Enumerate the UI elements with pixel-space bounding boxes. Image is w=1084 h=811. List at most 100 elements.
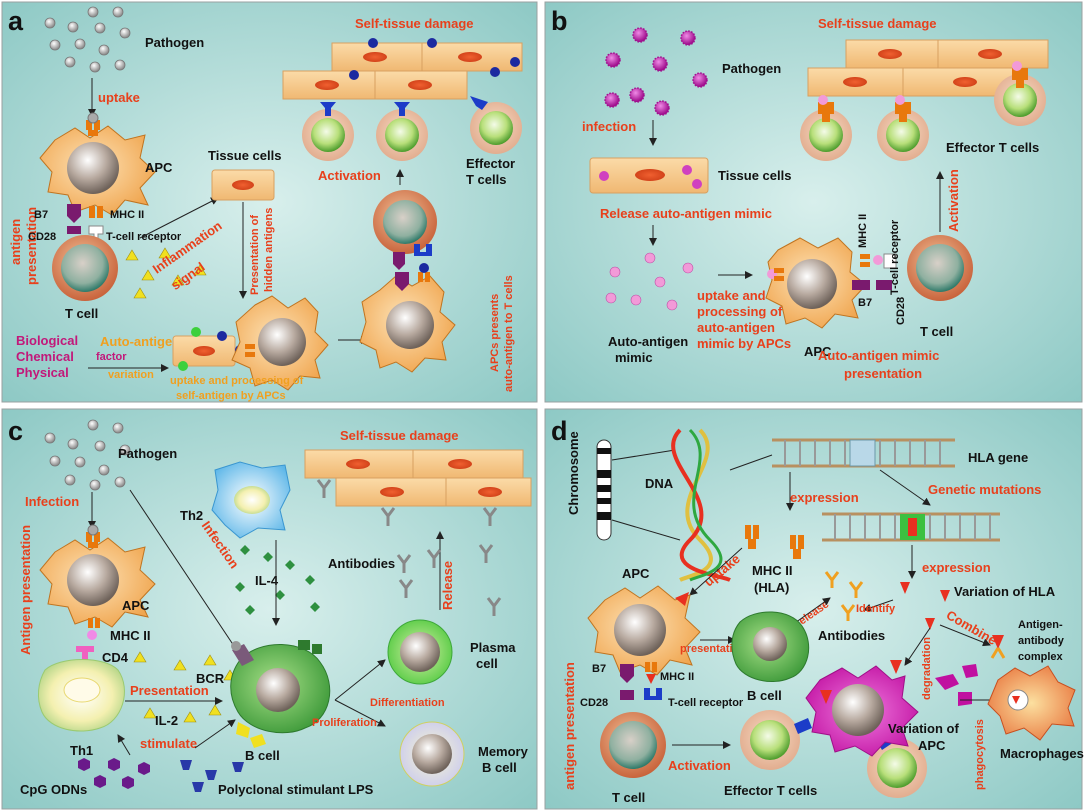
arrow-uptake-d — [689, 547, 743, 596]
self-tissue-damage-label: Self-tissue damage — [355, 16, 474, 31]
self-tissue-damage-c: Self-tissue damage — [340, 428, 459, 443]
antibodies-d — [824, 571, 864, 621]
tissue-nucleus — [232, 180, 254, 190]
tcr-b-receptor — [883, 253, 897, 269]
arrow-stimulate-b — [194, 719, 236, 749]
chemical-label: Chemical — [16, 349, 74, 364]
chromosome-bands — [597, 448, 611, 520]
mutated-hla-ladder — [822, 512, 1000, 542]
t-cell-b-label: T cell — [920, 324, 953, 339]
antibodies-c-label: Antibodies — [328, 556, 395, 571]
antigen-green — [191, 327, 201, 337]
apc-fragments — [935, 664, 978, 706]
self-tissue-damage-b: Self-tissue damage — [818, 16, 937, 31]
bcr-label: BCR — [196, 671, 225, 686]
release-c-label: Release — [440, 561, 455, 610]
mimic-2 — [682, 165, 692, 175]
mhc2-c-receptor — [88, 618, 100, 628]
tissue-cells-b-label: Tissue cells — [718, 168, 791, 183]
dna-helix-1 — [679, 428, 713, 582]
panel-b-letter: b — [551, 6, 568, 36]
antigen-presentation-c: Antigen presentation — [18, 525, 33, 655]
arrow-diff-memory — [334, 699, 386, 727]
th2-label: Th2 — [180, 508, 203, 523]
lps-label: Polyclonal stimulant LPS — [218, 782, 374, 797]
uptake-b-label-1: uptake and — [697, 288, 766, 303]
arrow-degradation — [904, 627, 931, 666]
pathogen-particles — [44, 6, 131, 73]
plasma-label-1: Plasma — [470, 640, 516, 655]
apc-nucleus-c — [67, 554, 119, 606]
presentation-c-label: Presentation — [130, 683, 209, 698]
cd28-b-receptor — [876, 280, 892, 290]
antigen-c-bound — [87, 630, 97, 640]
apc-nucleus-2 — [258, 318, 306, 366]
apc-c-receptor-top — [86, 532, 100, 548]
macrophages-label: Macrophages — [1000, 746, 1084, 761]
apc-nucleus-d — [614, 604, 666, 656]
il2-label: IL-2 — [155, 713, 178, 728]
t-cell-label: T cell — [65, 306, 98, 321]
dna-label: DNA — [645, 476, 674, 491]
mhc-receptor — [86, 120, 100, 136]
antibodies-c — [396, 544, 502, 616]
auto-antigen-label: Auto-antigen — [100, 334, 180, 349]
b7-d-receptor — [620, 664, 634, 683]
uptake-b-label-3: auto-antigen — [697, 320, 775, 335]
panel-c-letter: c — [8, 416, 23, 446]
apc-d-hla — [675, 592, 689, 606]
variant-apc-nucleus — [832, 684, 884, 736]
mimic-1 — [599, 171, 609, 181]
memory-label-1: Memory — [478, 744, 529, 759]
uptake-b-label-4: mimic by APCs — [697, 336, 791, 351]
complex-label-1: Antigen- — [1018, 619, 1063, 631]
mhc2-d-label: MHC II — [660, 671, 694, 683]
cpg-odns — [78, 758, 150, 789]
factor-label: factor — [96, 351, 127, 363]
effector-label-2: T cells — [466, 172, 506, 187]
bcr-antigen — [231, 641, 241, 651]
antigen-a3 — [419, 263, 429, 273]
differentiation-label: Differentiation — [370, 697, 445, 709]
auto-mimic-label-1: Auto-antigen — [608, 334, 688, 349]
b-cell-d-nucleus — [753, 627, 787, 661]
dna-helix-3 — [688, 428, 723, 582]
b7-d-label: B7 — [592, 663, 606, 675]
cd28-label: CD28 — [28, 231, 56, 243]
proliferation-label: Proliferation — [312, 717, 377, 729]
b7-b-label: B7 — [858, 297, 872, 309]
b7-receptor — [67, 204, 81, 223]
antigen-presentation-label-1: antigen — [8, 219, 23, 265]
t-cell-d-nucleus — [609, 721, 657, 769]
apc-label: APC — [145, 160, 173, 175]
bound-antibodies-c — [316, 479, 498, 526]
b-cell-tlr — [236, 722, 266, 748]
effector-t-cells-a — [302, 96, 522, 161]
il4-label: IL-4 — [255, 573, 279, 588]
b-cell-d-label: B cell — [747, 688, 782, 703]
plasma-nucleus — [400, 632, 440, 672]
arrow-infection-c-diag — [129, 489, 241, 656]
t-cell-a2-nucleus — [383, 200, 427, 244]
effector-d-label: Effector T cells — [724, 783, 817, 798]
mhc2-label: MHC II — [110, 209, 144, 221]
tcr-d-receptor — [644, 688, 662, 700]
mhc-a3 — [418, 272, 430, 282]
pathogen-c-particles — [44, 419, 131, 491]
b7-label: B7 — [34, 209, 48, 221]
activation-d-label: Activation — [668, 758, 731, 773]
apc-nucleus — [67, 142, 119, 194]
memory-label-2: B cell — [482, 760, 517, 775]
antigen-green-2 — [178, 361, 188, 371]
mhc2-b-label: MHC II — [857, 214, 869, 248]
complex-label-3: complex — [1018, 651, 1064, 663]
panel-d-letter: d — [551, 416, 568, 446]
pathogen-label: Pathogen — [145, 35, 204, 50]
apc-nucleus-3 — [386, 301, 434, 349]
effector-b-label: Effector T cells — [946, 140, 1039, 155]
antigen-presentation-label-2: presentation — [24, 207, 39, 285]
variation-label: variation — [108, 369, 154, 381]
auto-antigen-mimic-dots — [605, 252, 694, 311]
panel-a-content: a Pathogen uptake APC antigen presentati… — [8, 6, 523, 402]
antigen-blue — [217, 331, 227, 341]
